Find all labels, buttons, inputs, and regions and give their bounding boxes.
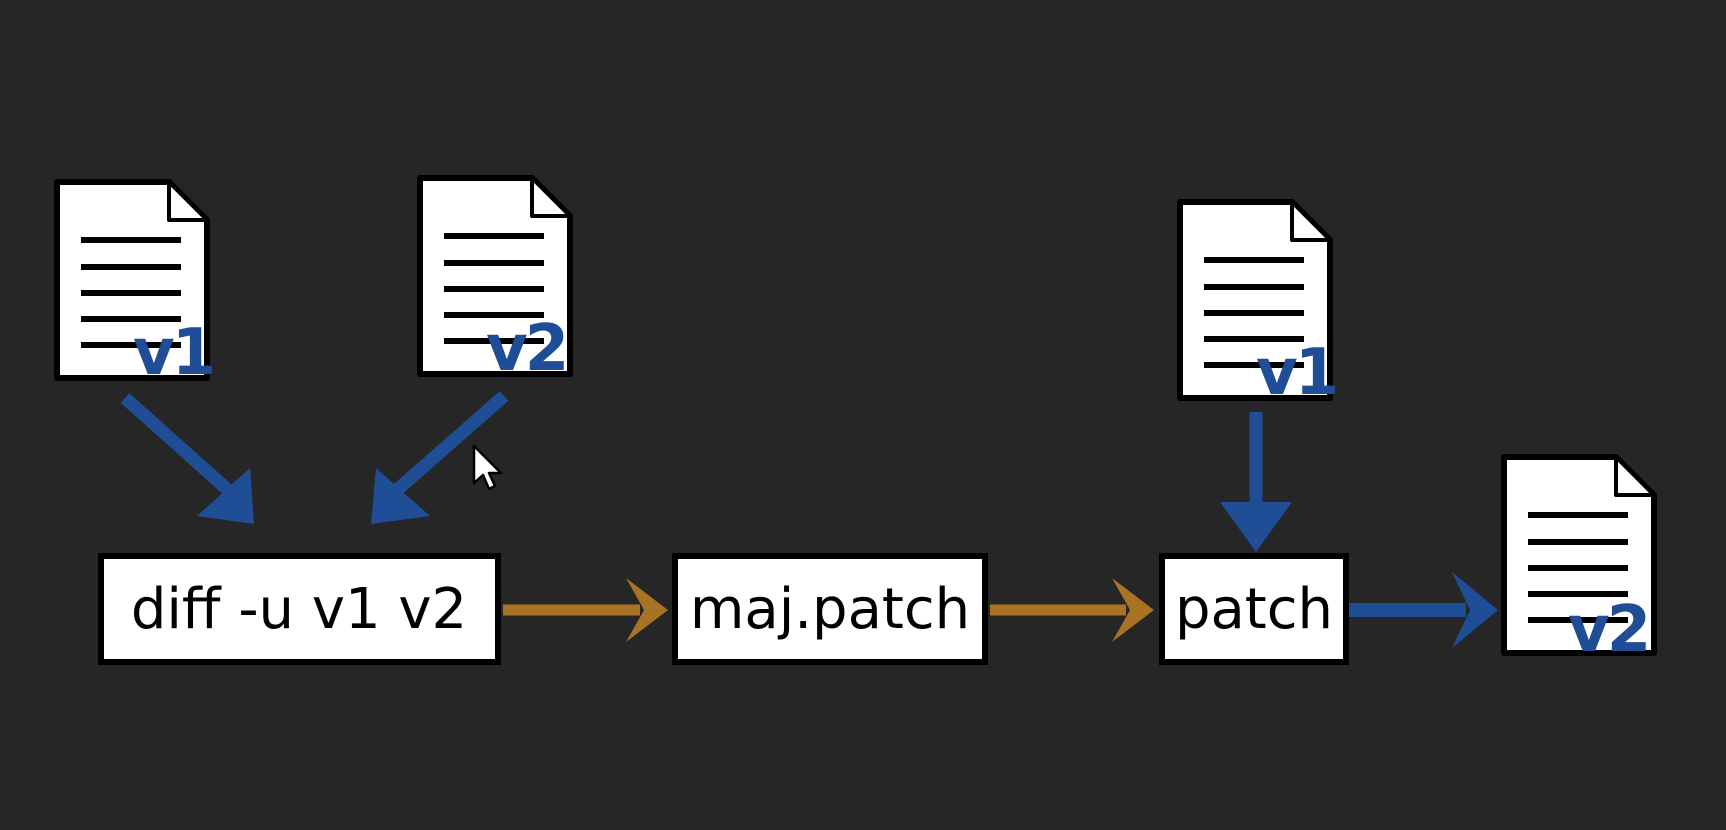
arrow-diff-to-patchfile: [503, 578, 668, 642]
document-v2-input: v2: [420, 178, 570, 386]
patch-file-box: maj.patch: [672, 553, 988, 665]
version-label-v2: v2: [486, 312, 566, 386]
version-label-v1-patch: v1: [1256, 336, 1336, 410]
document-v1-input: v1: [57, 182, 216, 390]
arrow-v1-to-diff: [120, 393, 254, 524]
patch-file-label: maj.patch: [690, 577, 970, 642]
diff-command-box: diff -u v1 v2: [98, 553, 501, 665]
patch-command-label: patch: [1175, 577, 1333, 642]
document-v2-output: v2: [1504, 457, 1654, 667]
version-label-v1: v1: [133, 316, 213, 390]
mouse-cursor-icon: [472, 444, 503, 491]
arrow-v1-to-patch: [1220, 412, 1292, 552]
arrow-v2-to-diff: [371, 391, 509, 524]
arrow-patchfile-to-patch: [990, 578, 1154, 642]
diff-command-label: diff -u v1 v2: [131, 577, 467, 642]
document-v1-patch-input: v1: [1180, 202, 1339, 410]
arrow-patch-to-v2: [1347, 572, 1498, 648]
patch-command-box: patch: [1159, 553, 1349, 665]
version-label-v2-output: v2: [1568, 593, 1648, 667]
